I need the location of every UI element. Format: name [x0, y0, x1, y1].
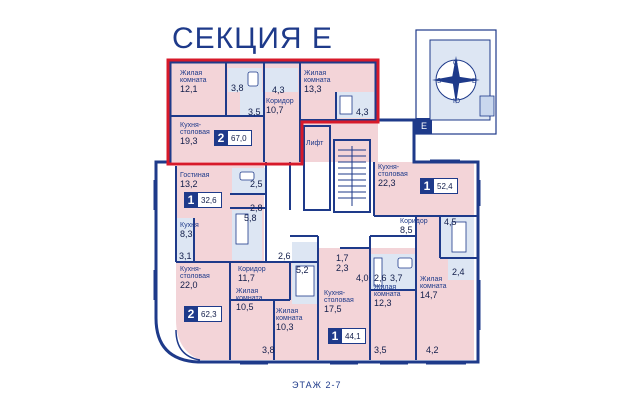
- room-area: 19,3: [180, 136, 198, 146]
- room-area: 22,0: [180, 280, 198, 290]
- compass-widget: [415, 29, 497, 135]
- apartment-rooms: 1: [184, 192, 198, 208]
- room-area: 4,0: [356, 273, 369, 283]
- room-name: Кухня- столовая: [180, 266, 210, 280]
- room-name: Коридор: [400, 218, 428, 225]
- compass-south: Ю: [453, 98, 461, 105]
- room-name: Кухня- столовая: [324, 290, 354, 304]
- selected-apartment-outline[interactable]: [166, 58, 380, 166]
- compass-section-letter: Е: [421, 121, 428, 131]
- room-area: 1,7: [336, 253, 349, 263]
- lift-label: Лифт: [306, 140, 324, 147]
- room-area: 14,7: [420, 290, 438, 300]
- room-area: 10,3: [276, 322, 294, 332]
- compass-west: З: [437, 78, 442, 85]
- room-area: 2,6: [374, 273, 387, 283]
- room-area: 22,3: [378, 178, 396, 188]
- compass-north: С: [453, 60, 459, 67]
- room-name: Жилая комната: [236, 288, 263, 302]
- apartment-rooms: 2: [214, 130, 228, 146]
- apartment-fill-a4[interactable]: [176, 262, 318, 360]
- room-area: 12,1: [180, 84, 198, 94]
- apartment-badge[interactable]: 1 32,6: [184, 192, 222, 208]
- room-area: 2,5: [250, 179, 263, 189]
- room-area: 2,3: [336, 263, 349, 273]
- room-area: 4,5: [444, 217, 457, 227]
- room-area: 3,8: [231, 83, 244, 93]
- room-area: 4,3: [272, 85, 285, 95]
- apartment-area: 67,0: [231, 133, 247, 143]
- room-area: 8,5: [400, 225, 413, 235]
- room-area: 11,7: [238, 273, 255, 283]
- room-name: Кухня- столовая: [378, 164, 408, 178]
- room-area: 5,8: [244, 213, 257, 223]
- room-name: Жилая комната: [304, 70, 331, 84]
- apartment-rooms: 2: [184, 306, 198, 322]
- room-area: 17,5: [324, 304, 342, 314]
- room-name: Кухня: [180, 222, 199, 229]
- apartment-rooms: 1: [420, 178, 434, 194]
- room-name: Гостиная: [180, 172, 210, 179]
- room-name: Жилая комната: [180, 70, 207, 84]
- apartment-area: 32,6: [201, 195, 217, 205]
- apartment-badge[interactable]: 2 67,0: [214, 130, 252, 146]
- room-area: 13,2: [180, 179, 198, 189]
- room-area: 10,5: [236, 302, 254, 312]
- room-area: 4,2: [426, 345, 439, 355]
- room-area: 3,8: [262, 345, 275, 355]
- room-area: 2,8: [250, 203, 263, 213]
- room-name: Жилая комната: [374, 284, 401, 298]
- room-name: Жилая комната: [420, 276, 447, 290]
- compass-east: В: [472, 78, 477, 85]
- room-name: Коридор: [266, 98, 294, 105]
- room-area: 3,5: [248, 107, 261, 117]
- room-name: Жилая комната: [276, 308, 303, 322]
- apartment-badge[interactable]: 1 44,1: [328, 328, 366, 344]
- room-area: 8,3: [180, 229, 193, 239]
- room-area: 13,3: [304, 84, 322, 94]
- room-name: Коридор: [238, 266, 266, 273]
- room-area: 2,4: [452, 267, 465, 277]
- apartment-badge[interactable]: 1 52,4: [420, 178, 458, 194]
- section-title: СЕКЦИЯ Е: [172, 22, 333, 55]
- apartment-badge[interactable]: 2 62,3: [184, 306, 222, 322]
- apartment-area: 52,4: [437, 181, 453, 191]
- apartment-area: 44,1: [345, 331, 361, 341]
- room-area: 3,1: [179, 251, 192, 261]
- room-area: 5,2: [296, 265, 309, 275]
- room-area: 10,7: [266, 105, 284, 115]
- room-area: 2,6: [278, 251, 291, 261]
- room-name: Кухня- столовая: [180, 122, 210, 136]
- apartment-area: 62,3: [201, 309, 217, 319]
- room-area: 3,5: [374, 345, 387, 355]
- apartment-rooms: 1: [328, 328, 342, 344]
- room-area: 12,3: [374, 298, 392, 308]
- floor-label: ЭТАЖ 2-7: [292, 380, 342, 390]
- room-area: 3,7: [390, 273, 403, 283]
- room-area: 4,3: [356, 107, 369, 117]
